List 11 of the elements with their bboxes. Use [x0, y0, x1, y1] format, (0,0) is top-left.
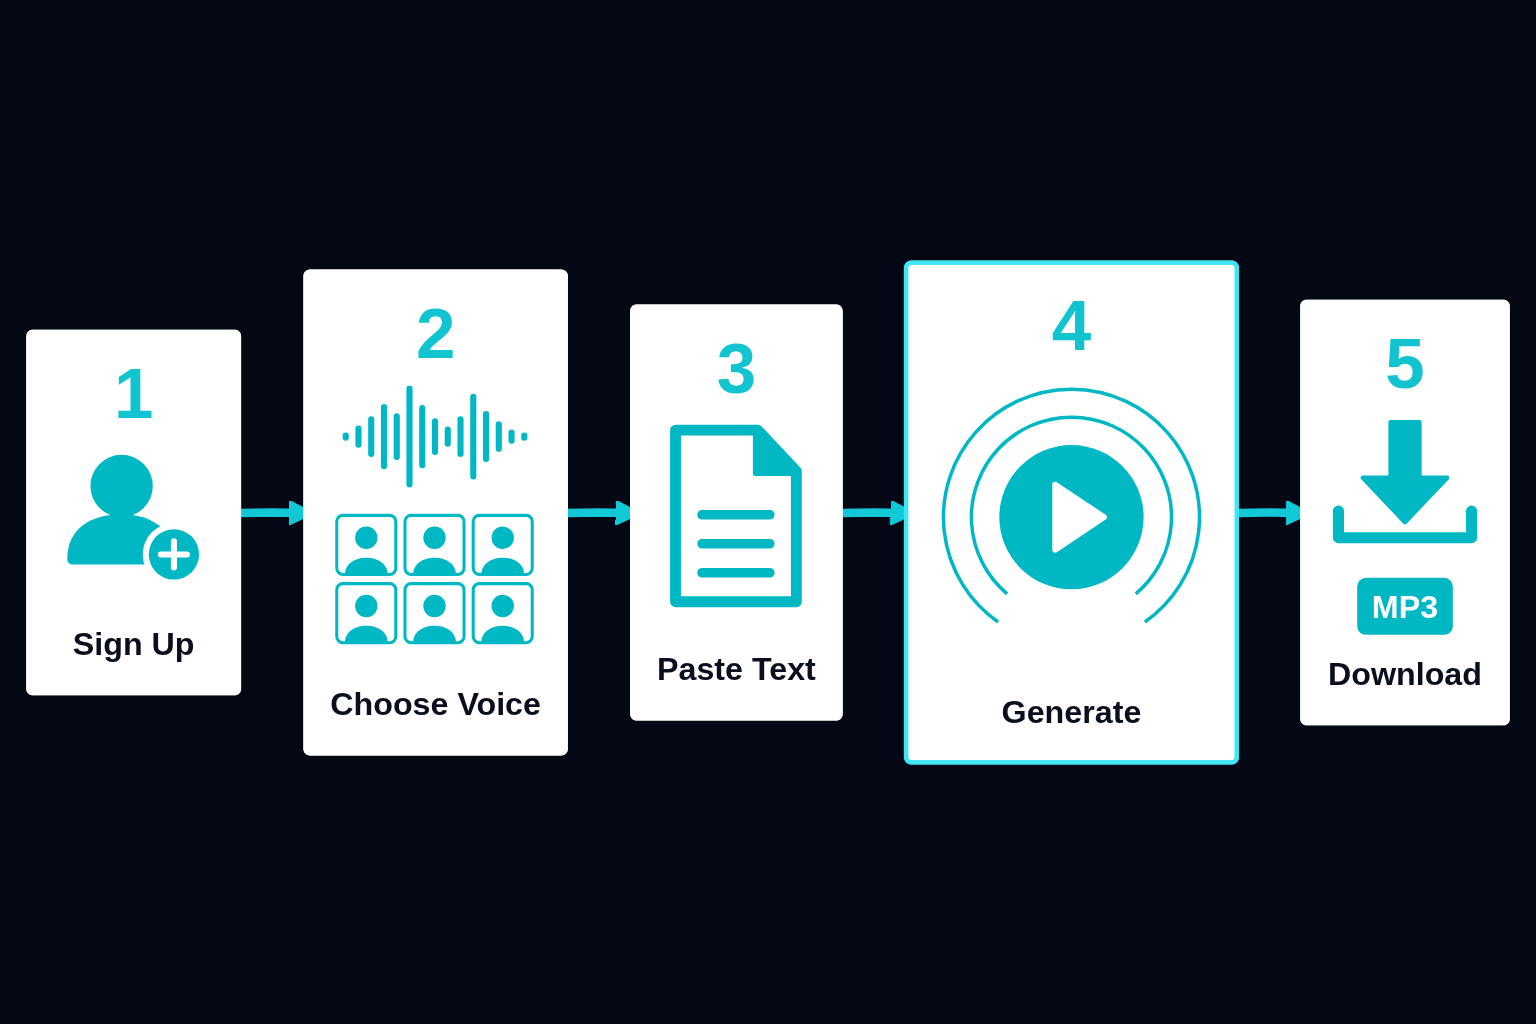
step-label: Paste Text [657, 650, 816, 689]
step-number: 2 [415, 295, 456, 371]
step-number: 4 [1051, 287, 1092, 363]
step-label: Sign Up [72, 625, 195, 664]
step-label: Download [1328, 655, 1482, 694]
step-number: 1 [113, 356, 154, 431]
step-label: Generate [1001, 693, 1142, 732]
step-number: 5 [1385, 326, 1425, 401]
format-badge: MP3 [1356, 577, 1454, 635]
step-label: Choose Voice [330, 685, 541, 724]
step-number: 3 [716, 330, 757, 406]
